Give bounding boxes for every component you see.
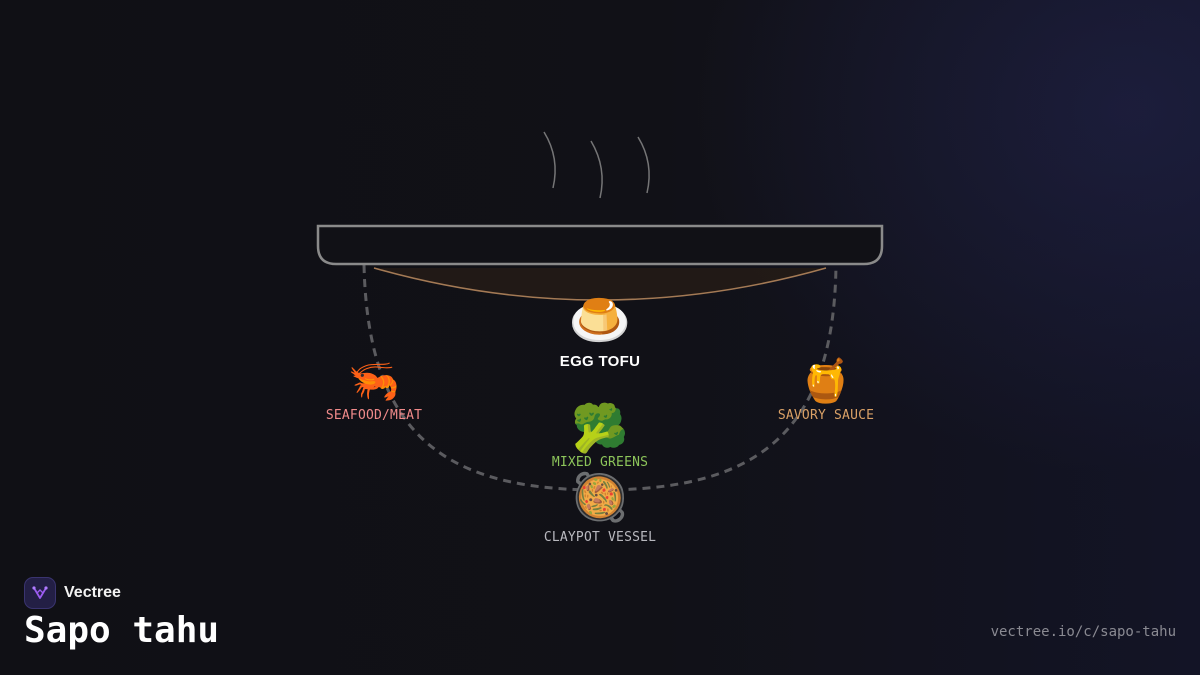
broccoli-icon: 🥦	[571, 401, 629, 455]
dashed-flow-path	[362, 264, 838, 492]
egg-tofu-label: EGG TOFU	[559, 353, 641, 370]
mixed-greens-label: MIXED GREENS	[551, 455, 649, 470]
brand-name: Vectree	[64, 584, 121, 601]
steam-wisp-left	[543, 131, 556, 189]
flan-pudding-icon: 🍮	[568, 291, 632, 349]
seafood-meat-label: SEAFOOD/MEAT	[325, 408, 423, 423]
steam-wisp-middle	[590, 140, 603, 199]
claypot-vessel-label: CLAYPOT VESSEL	[543, 530, 657, 545]
claypot-rim	[316, 224, 884, 266]
steam-wisp-right	[637, 136, 650, 194]
broth-surface-line	[373, 267, 827, 301]
savory-sauce-label: SAVORY SAUCE	[777, 408, 875, 423]
shallow-pan-of-food-icon: 🥘	[571, 470, 629, 524]
vectree-logo-icon	[24, 577, 56, 609]
page-url[interactable]: vectree.io/c/sapo-tahu	[990, 624, 1176, 640]
page-title: Sapo tahu	[24, 610, 220, 651]
shrimp-icon: 🦐	[347, 356, 401, 405]
brand: Vectree	[24, 577, 121, 609]
honey-pot-icon: 🍯	[799, 356, 853, 405]
